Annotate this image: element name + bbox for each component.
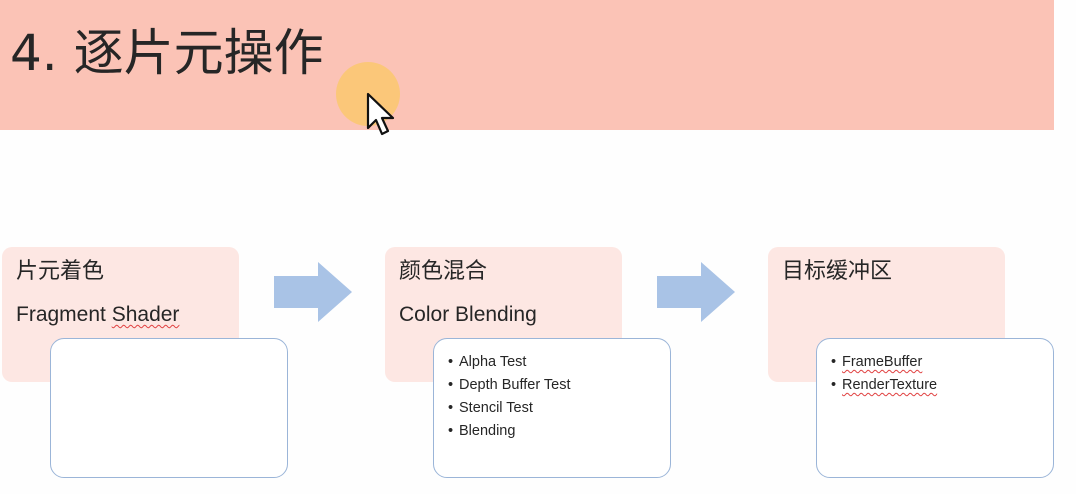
stage-label-en: Fragment Shader xyxy=(16,304,179,325)
stage-details-target-buffer: FrameBufferRenderTexture xyxy=(816,338,1054,478)
title-bar: 4. 逐片元操作 xyxy=(0,0,1054,130)
stage-details-fragment-shader xyxy=(50,338,288,478)
list-item-text: Depth Buffer Test xyxy=(459,377,571,393)
list-item: FrameBuffer xyxy=(831,351,1053,374)
list-item-text: Stencil Test xyxy=(459,400,533,416)
stage-details-color-blending: Alpha TestDepth Buffer TestStencil TestB… xyxy=(433,338,671,478)
detail-list: Alpha TestDepth Buffer TestStencil TestB… xyxy=(434,339,670,443)
list-item: Depth Buffer Test xyxy=(448,374,670,397)
list-item-text: Blending xyxy=(459,423,516,439)
detail-list: FrameBufferRenderTexture xyxy=(817,339,1053,397)
list-item-text: RenderTexture xyxy=(842,377,938,393)
stage-label-cn: 颜色混合 xyxy=(399,259,488,284)
list-item: Alpha Test xyxy=(448,351,670,374)
stage-label-cn: 片元着色 xyxy=(16,259,105,284)
stage-label-en-text: Color Blending xyxy=(399,303,537,326)
list-item-text: Alpha Test xyxy=(459,354,527,370)
list-item: Blending xyxy=(448,420,670,443)
stage-label-en-text: Fragment xyxy=(16,303,112,326)
mouse-pointer-icon xyxy=(366,92,395,136)
stage-label-en: Color Blending xyxy=(399,304,537,325)
list-item: Stencil Test xyxy=(448,397,670,420)
slide-title: 4. 逐片元操作 xyxy=(10,24,324,82)
arrow-right-icon xyxy=(274,262,352,322)
detail-list xyxy=(51,339,287,351)
list-item: RenderTexture xyxy=(831,374,1053,397)
arrow-right-icon xyxy=(657,262,735,322)
stage-label-cn: 目标缓冲区 xyxy=(782,259,893,284)
list-item-text: FrameBuffer xyxy=(842,354,923,370)
stage-label-en-marked: Shader xyxy=(111,303,180,326)
